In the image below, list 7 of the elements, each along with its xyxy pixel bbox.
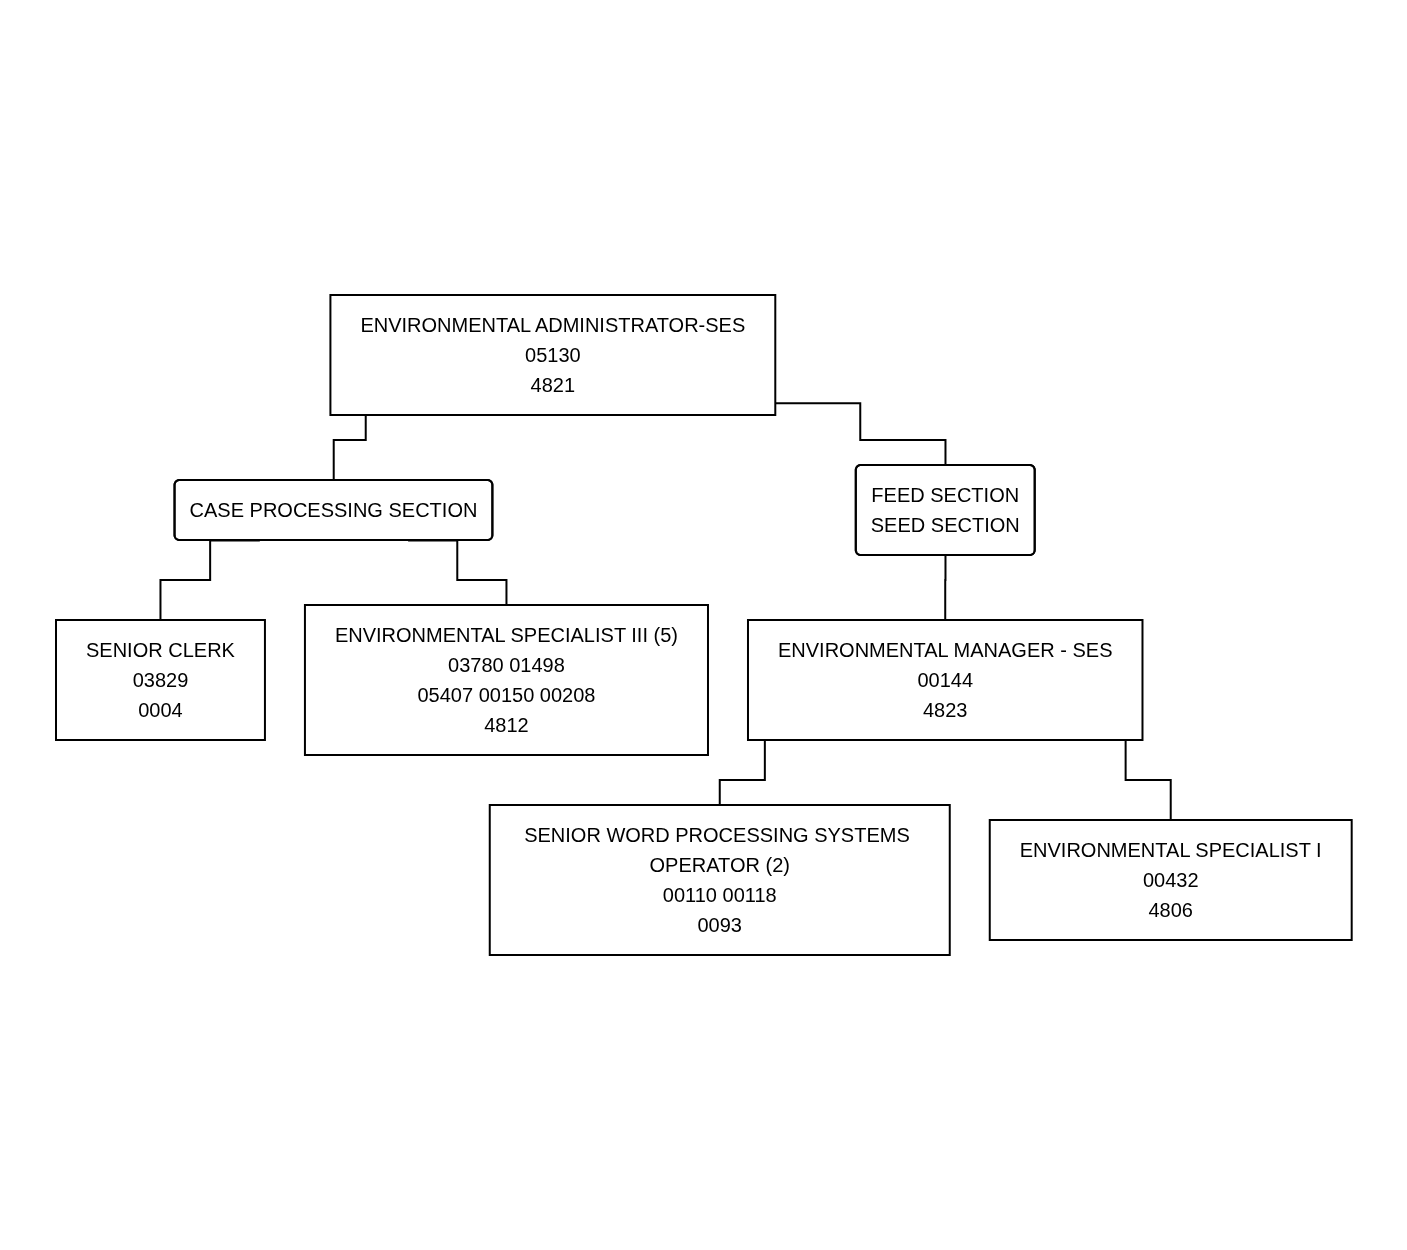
node-box: ENVIRONMENTAL MANAGER - SES 00144 4823 — [746, 619, 1144, 741]
node-box: ENVIRONMENTAL ADMINISTRATOR-SES 05130 4821 — [329, 294, 776, 416]
node-box: SENIOR CLERK 03829 0004 — [54, 619, 266, 741]
node-box: SENIOR WORD PROCESSING SYSTEMS OPERATOR (2) 00110 00118 0093 — [488, 804, 951, 956]
node-box: ENVIRONMENTAL SPECIALIST I 00432 4806 — [988, 819, 1353, 941]
connector — [943, 554, 947, 621]
node-box: ENVIRONMENTAL SPECIALIST III (5) 03780 01498 05407 00150 00208 4812 — [303, 604, 709, 756]
